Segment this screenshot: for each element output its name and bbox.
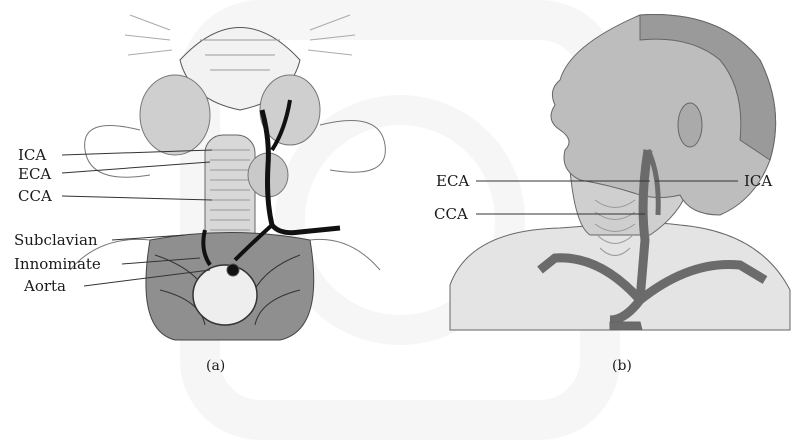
label-cca-a: CCA [18, 187, 52, 205]
label-innominate: Innominate [14, 255, 101, 273]
label-eca-a: ECA [18, 165, 51, 183]
caption-b: (b) [612, 358, 632, 374]
label-subclavian: Subclavian [14, 231, 98, 249]
caption-a: (a) [206, 358, 225, 374]
label-eca-b: ECA [436, 172, 469, 190]
label-ica-a: ICA [18, 146, 46, 164]
label-ica-b: ICA [744, 172, 772, 190]
panel-a-illustration [70, 15, 385, 340]
label-aorta: Aorta [24, 277, 66, 295]
label-cca-b: CCA [434, 205, 468, 223]
